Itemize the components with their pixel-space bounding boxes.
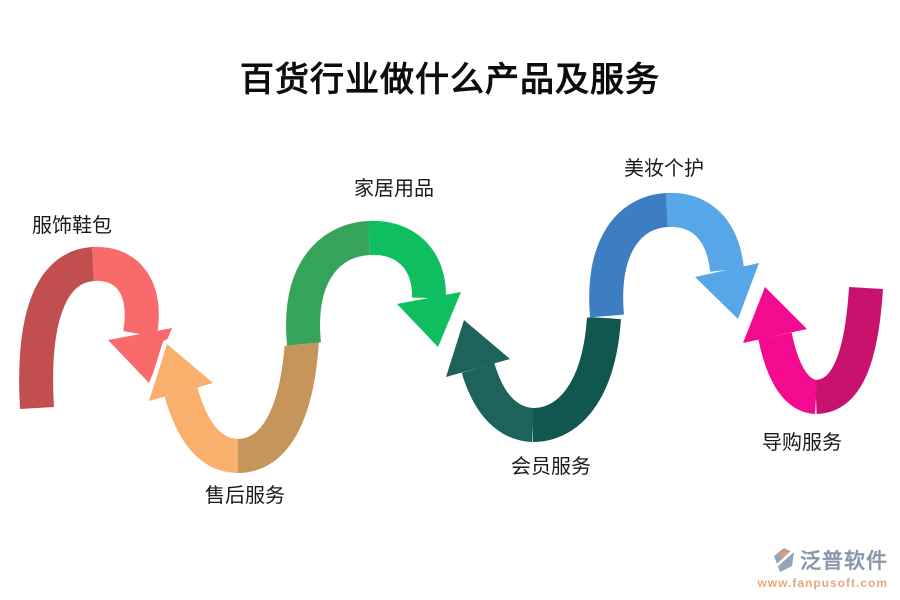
- arrow-home-back: [286, 221, 371, 346]
- arrow-member-head-icon: [446, 320, 510, 377]
- label-home: 家居用品: [354, 178, 434, 200]
- label-beauty: 美妆个护: [624, 158, 704, 180]
- arrow-home: [281, 216, 466, 352]
- arrow-member-front: [461, 362, 535, 442]
- arrow-aftersales-front: [164, 387, 240, 473]
- arrow-guide-front: [758, 332, 819, 414]
- arrow-apparel-back: [19, 247, 96, 409]
- arrow-home-head-icon: [397, 292, 461, 347]
- arrow-guide-back: [813, 286, 883, 414]
- arrow-aftersales: [144, 338, 324, 478]
- label-guide: 导购服务: [762, 432, 842, 454]
- arrow-member-back: [531, 316, 621, 442]
- watermark-url: www.fanpusoft.com: [757, 576, 888, 590]
- label-member: 会员服务: [511, 456, 591, 478]
- page-title: 百货行业做什么产品及服务: [240, 61, 660, 99]
- arrow-beauty: [584, 188, 764, 324]
- arrow-guide-head-icon: [743, 287, 807, 343]
- arrow-apparel-head-icon: [108, 328, 172, 383]
- arrow-home-front: [368, 220, 446, 299]
- label-apparel: 服饰鞋包: [32, 215, 112, 237]
- arrow-aftersales-head-icon: [149, 344, 213, 401]
- arrow-beauty-back: [589, 193, 669, 318]
- arrow-guide: [738, 282, 888, 419]
- arrow-aftersales-back: [236, 338, 319, 473]
- arrow-member: [441, 315, 626, 447]
- arrow-beauty-front: [666, 192, 744, 273]
- watermark: 泛普软件 www.fanpusoft.com: [757, 545, 888, 590]
- arrow-apparel-front: [92, 246, 159, 337]
- label-aftersales: 售后服务: [205, 485, 285, 507]
- watermark-brand: 泛普软件: [800, 550, 888, 573]
- fanpu-logo-icon: [772, 548, 794, 572]
- arrow-beauty-head-icon: [695, 263, 759, 319]
